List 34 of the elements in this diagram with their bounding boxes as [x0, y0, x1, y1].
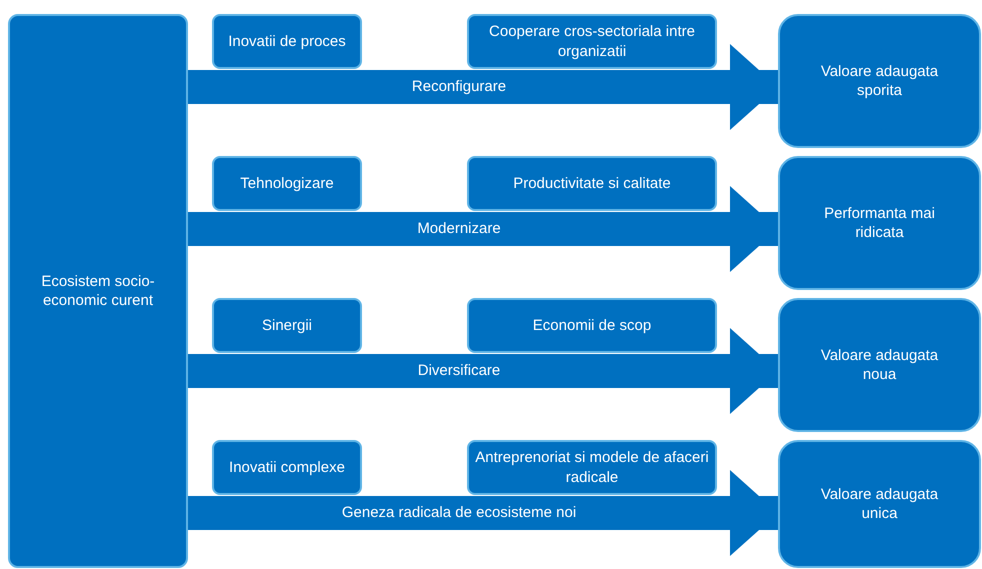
edge-label: Reconfigurare — [412, 77, 506, 97]
outcome-box — [778, 156, 981, 290]
outcome-box — [778, 440, 981, 568]
box-label: Valoare adaugata noua — [820, 346, 940, 384]
process-box — [212, 440, 362, 495]
process-box — [467, 440, 717, 495]
box-label: Economii de scop — [532, 316, 652, 336]
edge-label: Modernizare — [417, 219, 501, 239]
box-label: Inovatii complexe — [229, 458, 345, 478]
box-label: Valoare adaugata unica — [820, 484, 940, 524]
edge-label: Diversificare — [418, 361, 500, 381]
box-label: Valoare adaugata sporita — [820, 62, 940, 100]
process-box — [467, 298, 717, 353]
box-label: Sinergii — [262, 316, 312, 336]
box-label: Cooperare cros-sectoriala intre organizatii — [488, 22, 696, 61]
block-arrow — [188, 44, 778, 130]
box-label: Ecosistem socio-economic curent — [40, 272, 156, 310]
source-box — [8, 14, 188, 568]
process-box — [467, 156, 717, 211]
process-box — [212, 156, 362, 211]
block-arrow — [188, 470, 778, 556]
box-label: Performanta mai ridicata — [823, 204, 936, 242]
process-box — [467, 14, 717, 69]
outcome-box — [778, 14, 981, 148]
process-box — [212, 14, 362, 69]
block-arrow — [188, 328, 778, 414]
process-box — [212, 298, 362, 353]
outcome-box — [778, 298, 981, 432]
box-label: Productivitate si calitate — [513, 174, 671, 194]
box-label: Tehnologizare — [240, 174, 334, 194]
box-label: Antreprenoriat si modele de afaceri radicale — [474, 448, 710, 487]
block-arrow — [188, 186, 778, 272]
box-label: Inovatii de proces — [228, 32, 346, 52]
edge-label: Geneza radicala de ecosisteme noi — [342, 503, 576, 523]
